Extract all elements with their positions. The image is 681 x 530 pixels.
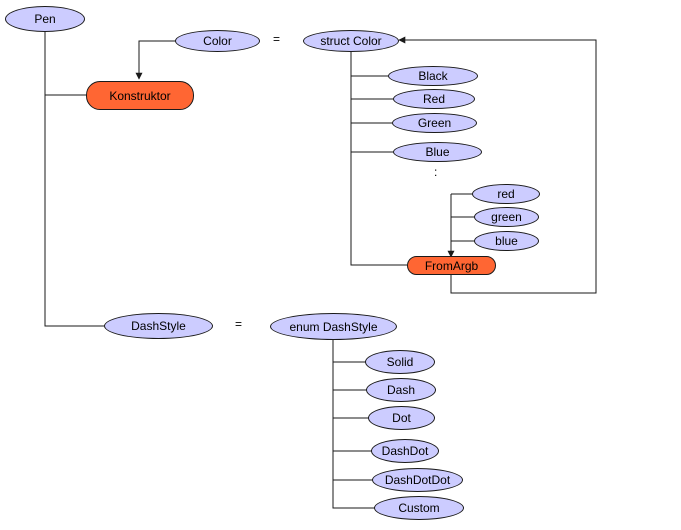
dash-style-node: DashStyle xyxy=(104,313,213,339)
struct-color-node: struct Color xyxy=(303,30,399,52)
blue-node: Blue xyxy=(393,142,482,162)
arg-blue-node: blue xyxy=(474,231,539,251)
pen-node: Pen xyxy=(5,6,85,32)
solid-node: Solid xyxy=(365,350,435,374)
from-argb-return-arrow xyxy=(398,36,597,294)
black-node: Black xyxy=(388,66,478,86)
arg-red-node: red xyxy=(472,184,540,204)
more-colors-ellipsis: : xyxy=(434,165,438,179)
dash-style-equals-sign: = xyxy=(235,317,243,331)
struct-color-trunk-line xyxy=(350,50,407,266)
pen-trunk-line xyxy=(44,31,104,327)
dash-node: Dash xyxy=(366,378,436,402)
dash-dot-dot-node: DashDotDot xyxy=(372,468,463,492)
color-node: Color xyxy=(175,30,260,52)
dash-dot-node: DashDot xyxy=(371,439,439,463)
konstruktor-node: Konstruktor xyxy=(86,81,194,110)
color-to-konstruktor-arrow xyxy=(135,40,175,80)
green-node: Green xyxy=(392,113,477,133)
from-argb-node: FromArgb xyxy=(407,256,496,275)
red-node: Red xyxy=(393,89,475,109)
enum-dash-style-trunk-line xyxy=(332,340,374,509)
arg-green-node: green xyxy=(474,207,539,227)
custom-node: Custom xyxy=(374,496,464,520)
dot-node: Dot xyxy=(368,406,435,430)
color-equals-sign: = xyxy=(273,32,281,46)
enum-dash-style-node: enum DashStyle xyxy=(270,313,397,340)
